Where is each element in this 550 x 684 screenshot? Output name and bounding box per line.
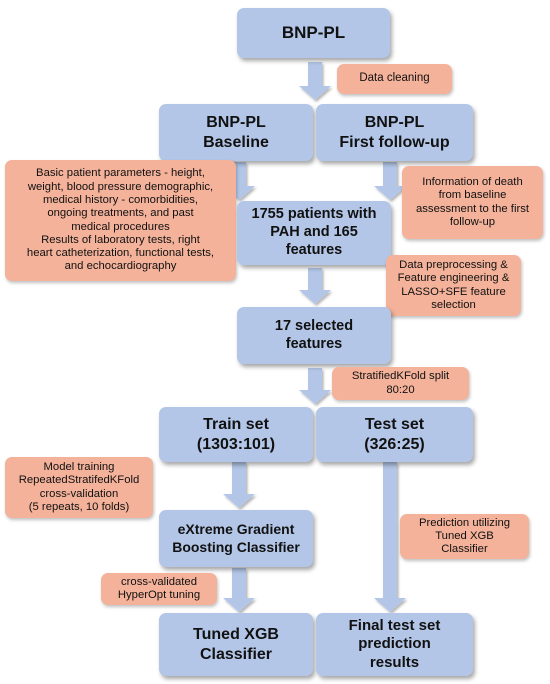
node-final-results: Final test set prediction results: [316, 613, 473, 676]
node-test-set: Test set (326:25): [316, 407, 473, 462]
node-bnp-pl-followup: BNP-PL First follow-up: [316, 104, 473, 161]
arrow-selected-to-split: [299, 368, 331, 404]
node-patients: 1755 patients with PAH and 165 features: [237, 201, 391, 265]
arrow-train-to-xgb: [223, 462, 255, 508]
note-hyperopt-tuning: cross-validated HyperOpt tuning: [101, 573, 217, 605]
arrow-bnp-to-split: [299, 62, 331, 100]
node-bnp-pl-baseline: BNP-PL Baseline: [159, 104, 313, 161]
node-train-set: Train set (1303:101): [159, 407, 313, 462]
arrow-test-to-final: [374, 462, 406, 612]
note-model-training: Model training RepeatedStratifedKFold cr…: [5, 457, 153, 518]
note-stratified-split: StratifiedKFold split 80:20: [332, 367, 469, 400]
node-bnp-pl: BNP-PL: [237, 8, 390, 58]
note-baseline-parameters: Basic patient parameters - height, weigh…: [5, 160, 236, 281]
arrow-followup-down: [374, 162, 406, 200]
node-xgb-classifier: eXtreme Gradient Boosting Classifier: [159, 510, 313, 567]
arrow-patients-to-selected: [299, 268, 331, 304]
note-prediction: Prediction utilizing Tuned XGB Classifie…: [400, 514, 529, 559]
arrow-xgb-to-tuned: [223, 568, 255, 612]
node-selected-features: 17 selected features: [237, 307, 391, 364]
note-death-information: Information of death from baseline asses…: [402, 166, 543, 239]
note-data-cleaning: Data cleaning: [337, 64, 452, 94]
node-tuned-xgb: Tuned XGB Classifier: [159, 613, 313, 676]
note-preprocessing: Data preprocessing & Feature engineering…: [386, 255, 521, 316]
